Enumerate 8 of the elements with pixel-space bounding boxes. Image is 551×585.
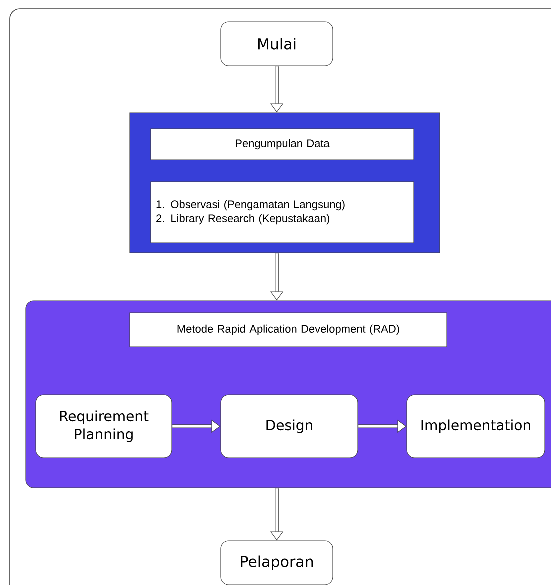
process-box: Design: [220, 394, 358, 458]
process-box: Requirement Planning: [36, 394, 172, 458]
process-box: Implementation: [406, 394, 546, 458]
start-box: Mulai: [220, 22, 334, 66]
end-box: Pelaporan: [220, 540, 334, 585]
heading-box: Pengumpulan Data: [150, 128, 414, 160]
list-box: 1. Observasi (Pengamatan Langsung) 2. Library Research (Kepustakaan): [150, 182, 414, 244]
heading-box: Metode Rapid Aplication Development (RAD): [130, 312, 448, 348]
